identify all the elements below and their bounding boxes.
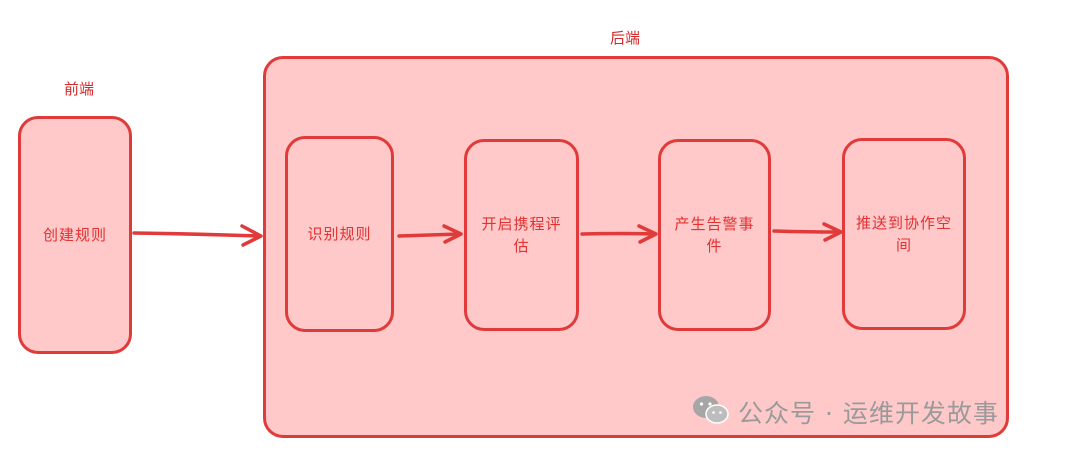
watermark: 公众号 · 运维开发故事 bbox=[692, 392, 999, 432]
wechat-icon bbox=[692, 394, 730, 430]
arrow-identify-to-evaluation bbox=[397, 224, 463, 244]
arrow-evaluation-to-alert bbox=[580, 224, 658, 244]
backend-label: 后端 bbox=[610, 29, 641, 47]
generate-alert-label: 产生告警事件 bbox=[674, 215, 755, 255]
identify-rule-box: 识别规则 bbox=[285, 136, 394, 332]
arrow-alert-to-workspace bbox=[772, 222, 843, 242]
start-evaluation-label: 开启携程评估 bbox=[481, 215, 562, 255]
push-workspace-box: 推送到协作空间 bbox=[842, 138, 966, 330]
watermark-text: 公众号 · 运维开发故事 bbox=[738, 399, 999, 428]
create-rule-box: 创建规则 bbox=[18, 116, 132, 354]
start-evaluation-box: 开启携程评估 bbox=[464, 139, 579, 331]
identify-rule-label: 识别规则 bbox=[307, 225, 372, 243]
create-rule-label: 创建规则 bbox=[42, 226, 107, 244]
generate-alert-box: 产生告警事件 bbox=[658, 139, 771, 331]
push-workspace-label: 推送到协作空间 bbox=[855, 214, 952, 254]
arrow-create-to-backend bbox=[132, 224, 263, 247]
frontend-label: 前端 bbox=[64, 80, 95, 98]
